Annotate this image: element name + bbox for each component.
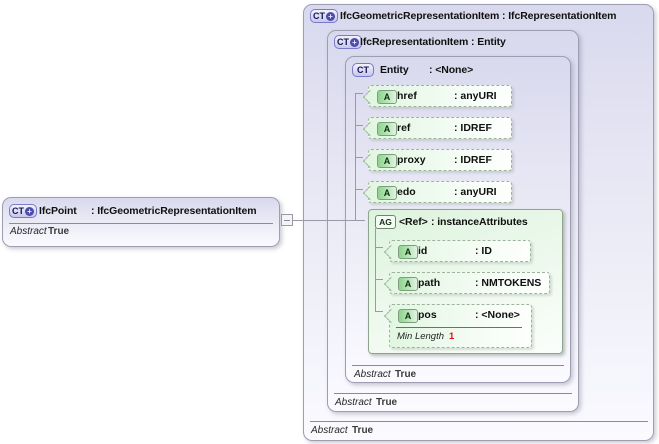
abstract-label: Abstract bbox=[335, 397, 372, 408]
attribute-badge: A bbox=[377, 186, 397, 200]
attribute-badge: A bbox=[398, 309, 418, 323]
base-type: : <None> bbox=[429, 64, 474, 76]
attribute-badge: A bbox=[398, 277, 418, 291]
entity-complextype-box[interactable]: CT Entity : <None> Abstract True A href … bbox=[345, 56, 571, 383]
connector-stub bbox=[355, 157, 363, 158]
attribute-name: href bbox=[397, 90, 417, 102]
attribute-path[interactable]: A path : NMTOKENS bbox=[389, 272, 550, 294]
attribute-type: : NMTOKENS bbox=[475, 277, 542, 289]
divider bbox=[396, 327, 522, 328]
plus-icon: + bbox=[326, 11, 335, 21]
complextype-badge: CT + bbox=[9, 204, 37, 218]
base-type: : IfcGeometricRepresentationItem bbox=[91, 205, 257, 217]
badge-label: CT bbox=[337, 37, 349, 47]
attribute-name: pos bbox=[418, 309, 437, 321]
abstract-label: Abstract bbox=[354, 369, 391, 380]
ifcgeometricrepresentationitem-complextype-box[interactable]: CT + IfcGeometricRepresentationItem : If… bbox=[303, 4, 654, 441]
attribute-type: : anyURI bbox=[454, 186, 497, 198]
attribute-href[interactable]: A href : anyURI bbox=[368, 85, 512, 107]
connector-stub bbox=[375, 279, 383, 280]
plus-icon: + bbox=[25, 206, 34, 216]
attributegroup-badge: AG bbox=[375, 215, 396, 229]
ifcrepresentationitem-complextype-box[interactable]: CT + IfcRepresentationItem : Entity Abst… bbox=[327, 30, 579, 412]
group-name: <Ref> bbox=[399, 216, 428, 228]
connector-stub bbox=[355, 125, 363, 126]
attribute-pos[interactable]: A pos : <None> Min Length 1 bbox=[389, 304, 532, 348]
connector-trunk bbox=[375, 228, 376, 312]
divider bbox=[9, 223, 273, 224]
connector-stub bbox=[375, 247, 383, 248]
badge-label: CT bbox=[12, 206, 24, 216]
complextype-badge: CT + bbox=[334, 35, 362, 49]
abstract-value: True bbox=[376, 397, 398, 408]
abstract-label: Abstract bbox=[311, 425, 348, 436]
attribute-name: path bbox=[418, 277, 441, 289]
divider bbox=[310, 421, 648, 422]
facet-value: 1 bbox=[449, 331, 455, 342]
instance-attributes-group-box[interactable]: AG <Ref> : instanceAttributes A id : ID … bbox=[368, 209, 563, 354]
attribute-badge: A bbox=[398, 245, 418, 259]
attribute-type: : IDREF bbox=[454, 154, 492, 166]
attribute-type: : ID bbox=[475, 245, 492, 257]
attribute-type: : anyURI bbox=[454, 90, 497, 102]
badge-label: CT bbox=[357, 65, 369, 75]
connector-stub bbox=[375, 311, 383, 312]
connector-minus-icon[interactable] bbox=[281, 214, 293, 226]
connector-line bbox=[293, 220, 365, 221]
badge-label: AG bbox=[379, 217, 392, 227]
attribute-name: ref bbox=[397, 122, 411, 134]
attribute-badge: A bbox=[377, 90, 397, 104]
abstract-label: Abstract bbox=[10, 226, 47, 237]
attribute-name: proxy bbox=[397, 154, 426, 166]
ifcpoint-complextype-box[interactable]: CT + IfcPoint : IfcGeometricRepresentati… bbox=[2, 197, 280, 247]
facet-label: Min Length bbox=[397, 331, 445, 342]
type-name: IfcPoint bbox=[39, 205, 77, 217]
plus-icon: + bbox=[350, 37, 359, 47]
abstract-value: True bbox=[48, 226, 70, 237]
box-title: IfcGeometricRepresentationItem : IfcRepr… bbox=[340, 10, 617, 22]
attribute-type: : IDREF bbox=[454, 122, 492, 134]
connector-stub bbox=[355, 93, 363, 94]
attribute-proxy[interactable]: A proxy : IDREF bbox=[368, 149, 512, 171]
divider bbox=[334, 393, 572, 394]
complextype-badge: CT + bbox=[310, 9, 338, 23]
attribute-name: edo bbox=[397, 186, 416, 198]
abstract-value: True bbox=[395, 369, 417, 380]
attribute-badge: A bbox=[377, 154, 397, 168]
type-name: Entity bbox=[380, 64, 409, 76]
abstract-value: True bbox=[352, 425, 374, 436]
attribute-ref[interactable]: A ref : IDREF bbox=[368, 117, 512, 139]
box-title: IfcRepresentationItem : Entity bbox=[360, 36, 506, 48]
divider bbox=[352, 365, 564, 366]
attribute-badge: A bbox=[377, 122, 397, 136]
connector-stub bbox=[355, 189, 363, 190]
complextype-badge: CT bbox=[352, 63, 374, 77]
attribute-edo[interactable]: A edo : anyURI bbox=[368, 181, 512, 203]
attribute-id[interactable]: A id : ID bbox=[389, 240, 531, 262]
attribute-type: : <None> bbox=[475, 309, 520, 321]
badge-label: CT bbox=[313, 11, 325, 21]
group-type: : instanceAttributes bbox=[431, 216, 528, 228]
attribute-name: id bbox=[418, 245, 428, 257]
minus-glyph bbox=[284, 220, 290, 221]
